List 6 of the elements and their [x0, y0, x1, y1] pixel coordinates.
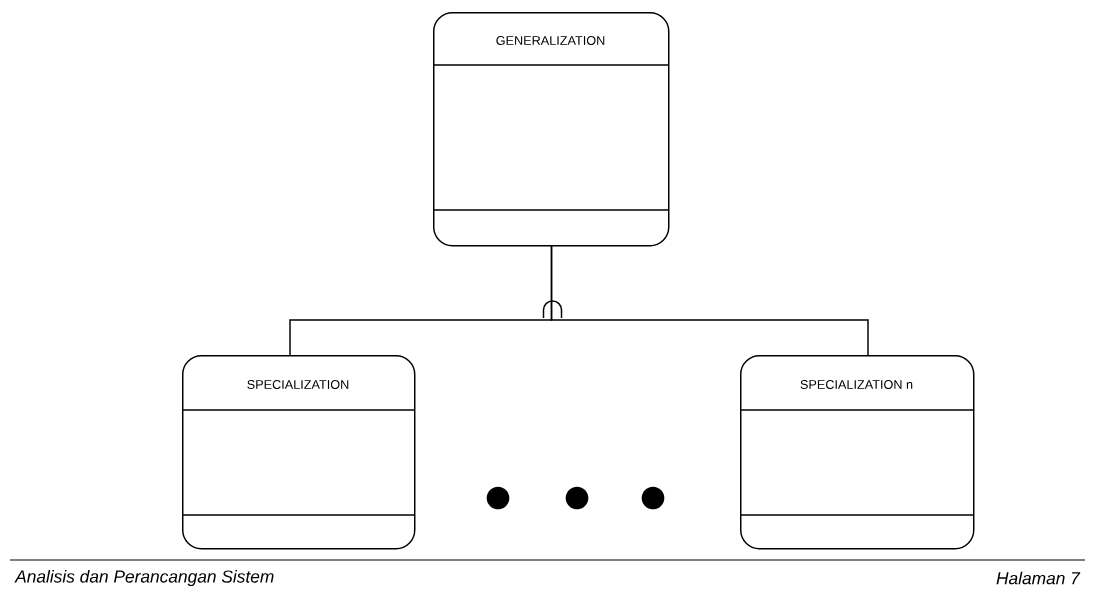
connector-line [550, 244, 869, 356]
entity-box: SPECIALIZATION [181, 355, 416, 550]
entity-box: GENERALIZATION [432, 12, 670, 247]
entity-box: SPECIALIZATION n [739, 355, 975, 550]
footer-text: Analisis dan Perancangan Sistem [14, 569, 274, 587]
page-number: Halaman 7 [996, 571, 1081, 585]
